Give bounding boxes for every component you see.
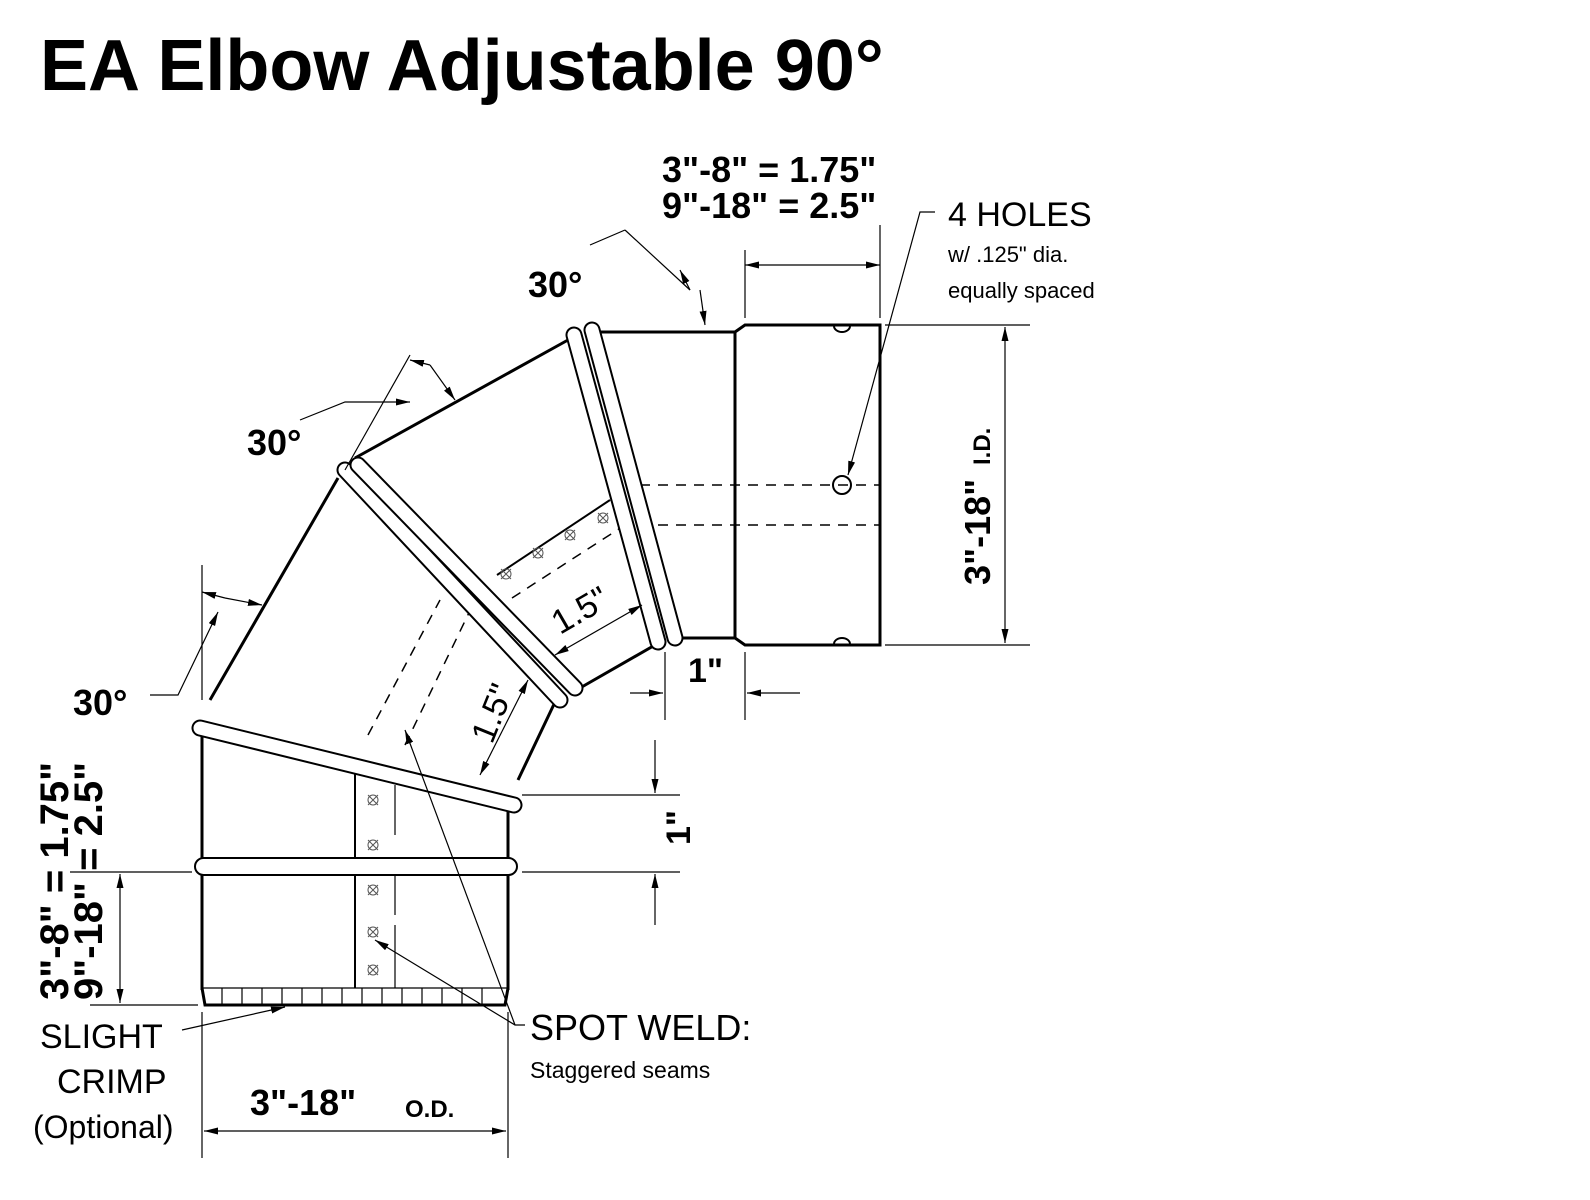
angle-annotations (150, 229, 707, 700)
middle-joint-rings (336, 456, 584, 709)
hole-icon (832, 475, 852, 495)
drawing-title: EA Elbow Adjustable 90° (40, 26, 884, 106)
holes-title: 4 HOLES (948, 196, 1092, 234)
left-dim-line2: 9"-18" = 2.5" (67, 762, 111, 1000)
upper-gore (354, 338, 656, 690)
step-dimensions (70, 652, 800, 1006)
top-joint-rings (565, 321, 684, 651)
top-segment (600, 323, 882, 647)
left-dim-line1: 3"-8" = 1.75" (33, 762, 77, 1000)
top-dimension (744, 211, 1030, 646)
step-vertical: 1" (660, 810, 698, 845)
od-suffix: O.D. (405, 1096, 454, 1123)
crimp-marks (221, 988, 483, 1005)
spot-weld-label: SPOT WELD: (530, 1007, 751, 1048)
top-dim-line2: 9"-18" = 2.5" (662, 185, 876, 226)
od-dimension (181, 1006, 509, 1158)
spot-weld-leaders (374, 729, 525, 1026)
holes-spacing: equally spaced (948, 278, 1095, 303)
od-size: 3"-18" (250, 1082, 356, 1123)
overlap-dimensions (479, 604, 643, 776)
angle-label-lower: 30° (73, 682, 127, 723)
angle-label-top: 30° (528, 264, 582, 305)
crimp-label-2: CRIMP (57, 1063, 167, 1101)
id-suffix: I.D. (969, 428, 996, 465)
step-horizontal: 1" (688, 652, 723, 690)
overlap-upper: 1.5" (545, 579, 615, 642)
bottom-segment (194, 730, 518, 1007)
lower-joint-rings (191, 701, 527, 814)
angle-label-middle: 30° (247, 422, 301, 463)
top-dim-line1: 3"-8" = 1.75" (662, 149, 876, 190)
overlap-lower: 1.5" (464, 679, 521, 748)
crimp-label-3: (Optional) (33, 1109, 174, 1145)
spot-weld-marks (367, 794, 379, 976)
bead-ring (194, 857, 518, 876)
crimp-label-1: SLIGHT (40, 1018, 163, 1056)
holes-size: w/ .125" dia. (947, 242, 1068, 267)
spot-weld-sub: Staggered seams (530, 1057, 710, 1083)
id-size: 3"-18" (957, 479, 998, 585)
